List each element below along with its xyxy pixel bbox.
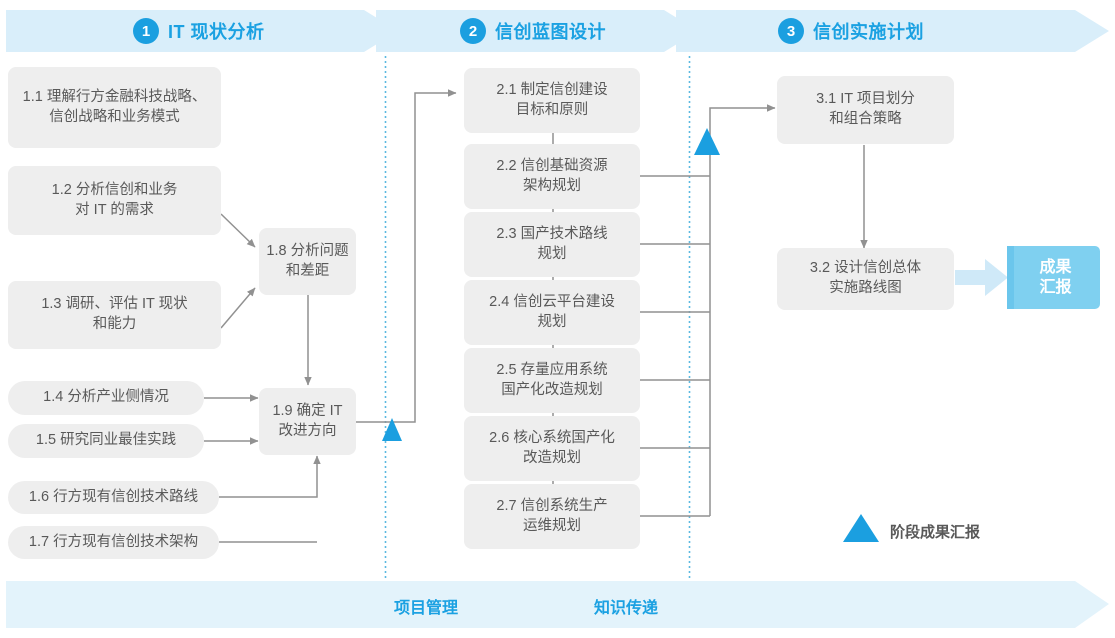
legend-triangle-icon: [843, 514, 879, 542]
result-report-label[interactable]: 成果汇报: [1039, 258, 1072, 296]
task-box-1-8[interactable]: 1.8 分析问题和差距: [259, 228, 356, 295]
phase-number-badge: 1: [133, 18, 159, 44]
task-box-2-6[interactable]: 2.6 核心系统国产化改造规划: [464, 416, 640, 481]
result-box: [1007, 246, 1100, 309]
task-box-1-6[interactable]: 1.6 行方现有信创技术路线: [8, 481, 219, 514]
milestone-triangle-phase2: [694, 128, 720, 155]
task-box-1-5[interactable]: 1.5 研究同业最佳实践: [8, 424, 204, 458]
task-box-2-4[interactable]: 2.4 信创云平台建设规划: [464, 280, 640, 345]
task-box-2-1[interactable]: 2.1 制定信创建设目标和原则: [464, 68, 640, 133]
task-box-1-7[interactable]: 1.7 行方现有信创技术架构: [8, 526, 219, 559]
phase-title: 信创蓝图设计: [495, 22, 606, 42]
task-box-1-1[interactable]: 1.1 理解行方金融科技战略、信创战略和业务模式: [8, 67, 221, 148]
phase-header-2[interactable]: 2 信创蓝图设计: [460, 18, 606, 44]
phase-number-badge: 2: [460, 18, 486, 44]
task-box-1-2[interactable]: 1.2 分析信创和业务对 IT 的需求: [8, 166, 221, 235]
milestone-triangle-phase1: [382, 418, 402, 441]
task-box-2-7[interactable]: 2.7 信创系统生产运维规划: [464, 484, 640, 549]
task-box-1-3[interactable]: 1.3 调研、评估 IT 现状和能力: [8, 281, 221, 349]
phase-title: 信创实施计划: [813, 22, 924, 42]
footer-item-knowledge-transfer[interactable]: 知识传递: [594, 600, 659, 617]
phase-title: IT 现状分析: [168, 22, 265, 42]
connector-lines: [204, 89, 868, 543]
task-box-3-1[interactable]: 3.1 IT 项目划分和组合策略: [777, 76, 954, 144]
phase-header-1[interactable]: 1 IT 现状分析: [133, 18, 265, 44]
task-box-1-4[interactable]: 1.4 分析产业侧情况: [8, 381, 204, 415]
footer-item-project-management[interactable]: 项目管理: [394, 600, 459, 617]
task-box-3-2[interactable]: 3.2 设计信创总体实施路线图: [777, 248, 954, 310]
phase-header-3[interactable]: 3 信创实施计划: [778, 18, 924, 44]
result-arrow-icon: [955, 259, 1008, 296]
task-box-2-5[interactable]: 2.5 存量应用系统国产化改造规划: [464, 348, 640, 413]
legend-label: 阶段成果汇报: [890, 524, 981, 541]
phase-band-1: [6, 10, 398, 52]
phase-band-2: [376, 10, 698, 52]
phase-number-badge: 3: [778, 18, 804, 44]
footer-band: [6, 581, 1109, 628]
task-box-2-2[interactable]: 2.2 信创基础资源架构规划: [464, 144, 640, 209]
task-box-2-3[interactable]: 2.3 国产技术路线规划: [464, 212, 640, 277]
